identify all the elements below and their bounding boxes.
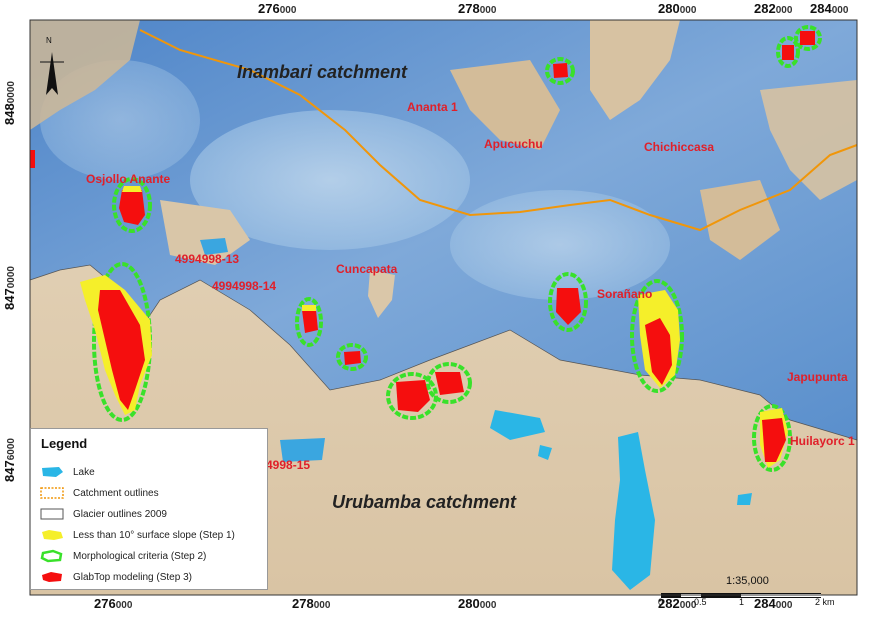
glacier-swatch-icon bbox=[40, 508, 64, 520]
place-label: Ananta 1 bbox=[407, 100, 458, 114]
x-tick-280-bottom: 280000 bbox=[458, 596, 497, 611]
place-label: Chichiccasa bbox=[644, 140, 715, 154]
glabtop-area bbox=[556, 288, 581, 325]
glabtop-area bbox=[396, 380, 430, 412]
legend-label: Glacier outlines 2009 bbox=[73, 508, 167, 520]
morph-outline bbox=[794, 25, 822, 51]
glabtop-area bbox=[782, 45, 794, 60]
y-tick-848-left: 8480000 bbox=[2, 81, 17, 125]
morph-outline bbox=[336, 343, 368, 371]
terrain-outcrop bbox=[590, 20, 680, 120]
scale-box: 1:35,000 0 0.5 1 2 km bbox=[658, 573, 855, 607]
ice-light-area bbox=[190, 110, 470, 250]
legend-row-slope: Less than 10° surface slope (Step 1) bbox=[39, 526, 235, 544]
morph-outline bbox=[548, 272, 588, 332]
legend-title: Legend bbox=[41, 436, 88, 451]
x-tick-282-top: 282000 bbox=[754, 1, 793, 16]
morph-outline bbox=[776, 36, 800, 68]
place-label: 4998-15 bbox=[266, 458, 311, 472]
x-tick-284-top: 284000 bbox=[810, 1, 849, 16]
slope-area bbox=[122, 186, 142, 192]
terrain-outcrop bbox=[760, 80, 857, 200]
catchment-label-south: Urubamba catchment bbox=[332, 492, 517, 512]
y-tick-847-left: 8470000 bbox=[2, 266, 17, 310]
x-tick-280-top: 280000 bbox=[658, 1, 697, 16]
map-border bbox=[29, 19, 858, 596]
legend-label: Morphological criteria (Step 2) bbox=[73, 550, 207, 562]
x-tick-282-bottom: 282000 bbox=[658, 596, 697, 611]
north-label: N bbox=[46, 36, 52, 45]
terrain-outcrop bbox=[368, 270, 395, 318]
terrain-outcrop bbox=[700, 180, 780, 260]
glabtop-area bbox=[645, 318, 672, 385]
place-label: Huilayorc 1 bbox=[790, 434, 855, 448]
lake-shape bbox=[280, 438, 325, 462]
lake-shape bbox=[200, 238, 228, 255]
slope-swatch-icon bbox=[42, 530, 63, 540]
scale-label: 0.5 bbox=[694, 597, 707, 607]
scale-label: 2 km bbox=[815, 597, 835, 607]
ice-light-area bbox=[450, 190, 670, 300]
scale-label: 0 bbox=[658, 597, 664, 607]
legend-label: Lake bbox=[73, 466, 95, 478]
morph-outline bbox=[545, 57, 575, 85]
place-label: Sorañano bbox=[597, 287, 653, 301]
legend: Legend Lake Catchment outlines Glacier o… bbox=[30, 428, 268, 590]
place-label: Osjollo Anante bbox=[86, 172, 171, 186]
legend-label: Less than 10° surface slope (Step 1) bbox=[73, 529, 235, 541]
morph-outline bbox=[295, 297, 323, 347]
y-tick-8476-left: 8476000 bbox=[2, 438, 17, 482]
x-tick-284-bottom: 284000 bbox=[754, 596, 793, 611]
lake-shape bbox=[612, 432, 655, 590]
legend-row-glacier: Glacier outlines 2009 bbox=[39, 505, 167, 523]
glabtop-area bbox=[302, 310, 318, 333]
catchment-swatch-icon bbox=[40, 487, 64, 499]
lake-swatch-icon bbox=[42, 467, 63, 477]
morph-outline bbox=[112, 177, 152, 233]
glabtop-area bbox=[435, 372, 464, 395]
north-arrow-icon bbox=[40, 52, 64, 95]
place-label: Cuncapata bbox=[336, 262, 398, 276]
terrain-outcrop bbox=[160, 200, 250, 265]
catchment-outline bbox=[139, 29, 858, 232]
glabtop-swatch-icon bbox=[42, 572, 62, 582]
glabtop-area bbox=[30, 150, 35, 168]
morph-outline bbox=[630, 279, 684, 393]
morph-outline bbox=[386, 372, 438, 420]
glabtop-area bbox=[553, 63, 568, 78]
x-tick-276-top: 276000 bbox=[258, 1, 297, 16]
terrain-outcrop bbox=[30, 20, 140, 130]
scale-label: 1 bbox=[739, 597, 745, 607]
place-label: Japupunta bbox=[787, 370, 848, 384]
catchment-label-north: Inambari catchment bbox=[237, 62, 408, 82]
glabtop-area bbox=[119, 190, 145, 225]
glabtop-area bbox=[98, 290, 145, 410]
x-tick-276-bottom: 276000 bbox=[94, 596, 133, 611]
glabtop-area bbox=[344, 351, 361, 365]
place-label: 4994998-14 bbox=[212, 279, 277, 293]
x-tick-278-top: 278000 bbox=[458, 1, 497, 16]
glabtop-area bbox=[762, 418, 786, 462]
lake-shape bbox=[737, 493, 752, 505]
lake-shape bbox=[490, 410, 545, 440]
place-label: 4994998-13 bbox=[175, 252, 240, 266]
legend-row-catchment: Catchment outlines bbox=[39, 484, 159, 502]
terrain-outcrop bbox=[450, 60, 560, 150]
lake-shape bbox=[538, 445, 552, 460]
scale-ratio: 1:35,000 bbox=[726, 575, 769, 587]
legend-label: GlabTop modeling (Step 3) bbox=[73, 571, 192, 583]
morph-outline bbox=[426, 362, 472, 404]
glabtop-area bbox=[800, 31, 815, 45]
legend-row-lake: Lake bbox=[39, 463, 95, 481]
slope-area bbox=[302, 305, 316, 311]
place-label: Apucuchu bbox=[484, 137, 543, 151]
legend-label: Catchment outlines bbox=[73, 487, 159, 499]
morph-outline bbox=[752, 404, 792, 472]
morph-swatch-icon bbox=[40, 549, 63, 563]
x-tick-278-bottom: 278000 bbox=[292, 596, 331, 611]
legend-row-morph: Morphological criteria (Step 2) bbox=[39, 547, 206, 565]
legend-row-glabtop: GlabTop modeling (Step 3) bbox=[39, 568, 192, 586]
